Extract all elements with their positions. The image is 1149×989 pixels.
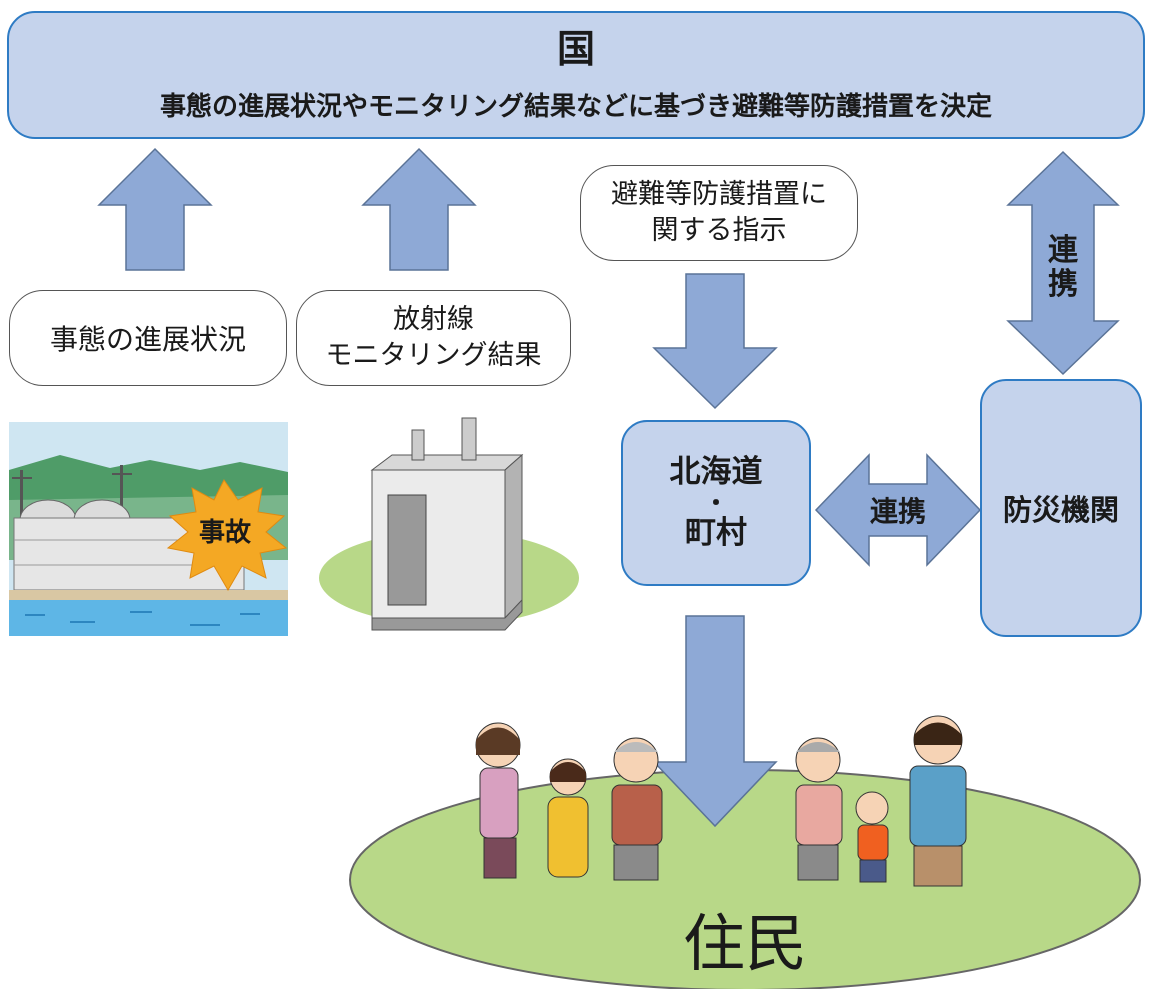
national-government-box: 国 事態の進展状況やモニタリング結果などに基づき避難等防護措置を決定 (7, 11, 1145, 139)
accident-burst (166, 479, 288, 591)
instruction-label-box: 避難等防護措置に 関する指示 (580, 165, 858, 261)
cooperation-vertical-label: 連 携 (1048, 232, 1078, 302)
arrow-down-residents (652, 615, 778, 828)
monitoring-label-line2: モニタリング結果 (325, 340, 542, 371)
arrow-down-instruction (652, 273, 778, 410)
arrow-up-situation (97, 147, 213, 271)
monitoring-label-box: 放射線 モニタリング結果 (296, 290, 571, 386)
disaster-agency-box: 防災機関 (980, 379, 1142, 637)
local-gov-dot: ・ (704, 489, 728, 517)
monitoring-label-line1: 放射線 (393, 303, 474, 335)
residents-label: 住民 (682, 907, 807, 980)
instruction-label-line2: 関する指示 (651, 215, 787, 246)
local-gov-line1: 北海道 (669, 453, 763, 490)
situation-label-box: 事態の進展状況 (9, 290, 287, 386)
instruction-label-line1: 避難等防護措置に (611, 178, 827, 210)
local-gov-line2: 町村 (685, 515, 747, 551)
national-title: 国 (556, 26, 595, 71)
residents-illustration (475, 715, 967, 887)
national-description: 事態の進展状況やモニタリング結果などに基づき避難等防護措置を決定 (159, 92, 992, 123)
accident-label: 事故 (198, 517, 251, 548)
situation-label: 事態の進展状況 (49, 323, 246, 356)
disaster-agency-label: 防災機関 (1002, 493, 1119, 527)
local-government-box: 北海道 ・ 町村 (621, 420, 811, 586)
monitoring-post-illustration (319, 417, 579, 631)
arrow-up-monitoring (361, 147, 477, 271)
cooperation-horizontal-label: 連携 (869, 495, 926, 528)
arrow-cooperation-vertical (1006, 150, 1120, 376)
